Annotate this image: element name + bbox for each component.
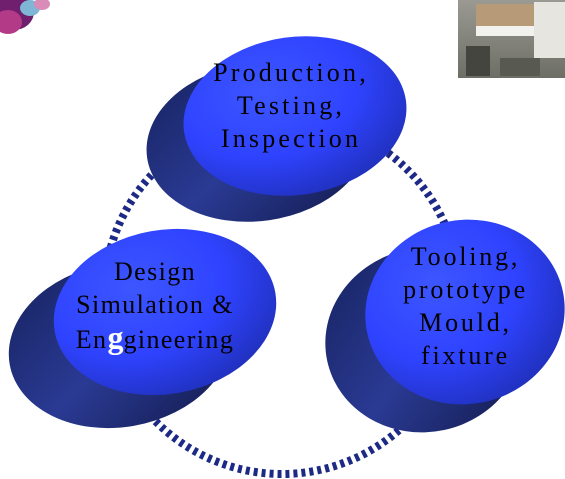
engineering-prefix: En	[75, 325, 108, 354]
engineering-highlighted-letter: g	[107, 319, 124, 355]
node-label-tooling-prototype-mould-fixture: Tooling, prototype Mould, fixture	[378, 240, 553, 372]
node-label-line: Production,	[213, 58, 369, 87]
disc-production-testing-inspection	[146, 36, 407, 222]
disc-tooling-prototype-mould-fixture	[325, 219, 565, 433]
engineering-suffix: gineering	[123, 325, 235, 354]
node-label-line: Simulation &	[76, 290, 234, 319]
node-label-design-simulation-engineering: Design Simulation & Enggineering	[30, 255, 280, 356]
disc-design-simulation-engineering	[8, 228, 277, 429]
node-label-line: prototype	[403, 275, 528, 304]
node-label-line: fixture	[421, 341, 510, 370]
node-label-line: Design	[113, 257, 197, 286]
node-label-line: Tooling,	[410, 242, 521, 271]
node-label-line: Inspection	[220, 124, 362, 153]
node-label-production-testing-inspection: Production, Testing, Inspection	[183, 56, 399, 155]
node-label-line: Mould,	[419, 308, 512, 337]
node-label-line: Testing,	[236, 91, 346, 120]
node-label-line-engineering: Enggineering	[30, 321, 280, 356]
workshop-photo	[458, 0, 565, 78]
top-left-decorative-graphic	[0, 0, 50, 34]
